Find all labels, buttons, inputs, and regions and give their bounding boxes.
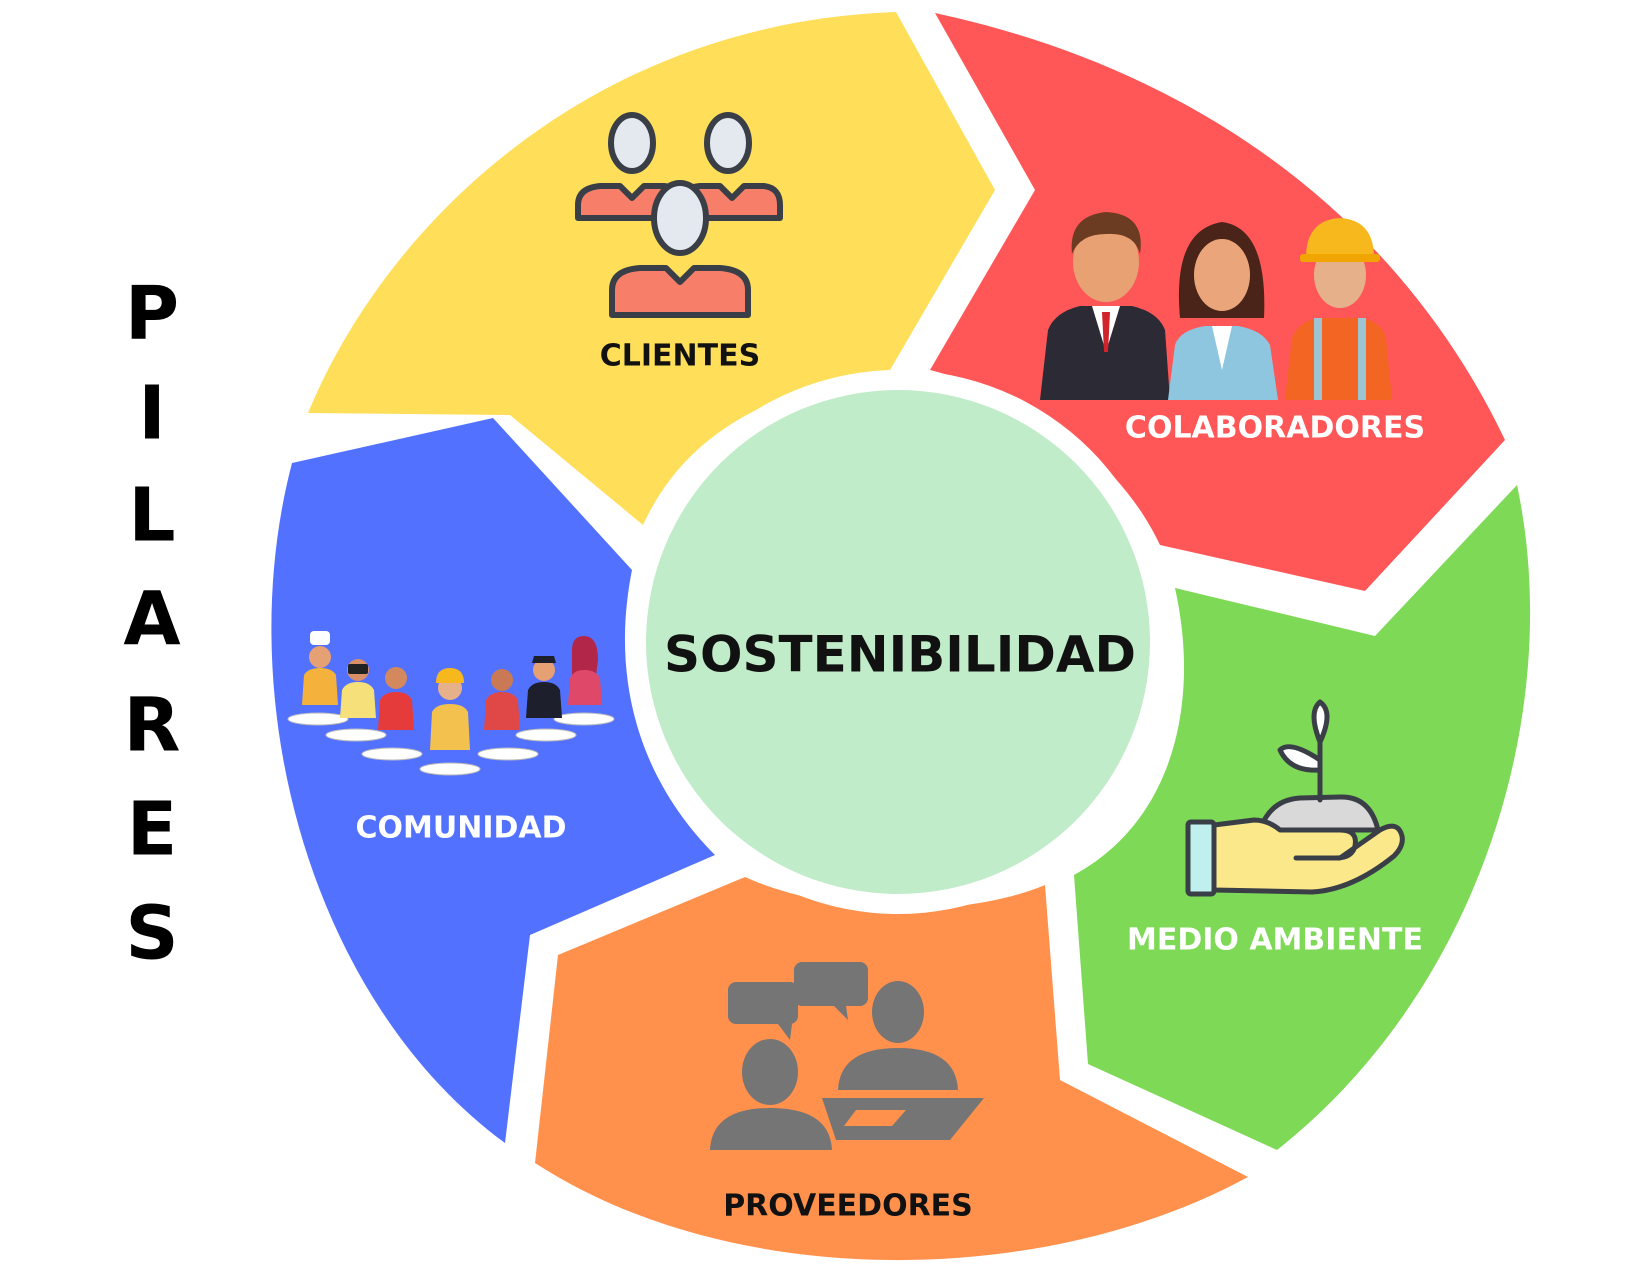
customers-group-icon [575,112,783,318]
employees-icon [1040,212,1392,400]
pilares-letter: P [125,271,179,357]
pilares-letter: A [123,577,180,663]
pilares-letter: I [138,371,166,457]
center-label: SOSTENIBILIDAD [664,626,1136,684]
pilares-letter: L [128,473,175,559]
community-people-icon [287,631,615,776]
segment-label-medio-ambiente: MEDIO AMBIENTE [1127,923,1423,958]
segment-label-clientes: CLIENTES [600,339,760,374]
pilares-letter: S [125,891,178,977]
hand-plant-icon [1185,699,1405,897]
meeting-chat-icon [710,962,984,1150]
segment-label-comunidad: COMUNIDAD [355,811,566,846]
segment-label-proveedores: PROVEEDORES [723,1189,973,1224]
pilares-letter: E [127,787,178,873]
segment-comunidad [271,418,715,1143]
pilares-vertical-title: P I L A R E S [123,271,180,977]
center-circle-fill [646,390,1150,894]
segment-label-colaboradores: COLABORADORES [1125,411,1425,446]
pilares-letter: R [124,683,181,769]
